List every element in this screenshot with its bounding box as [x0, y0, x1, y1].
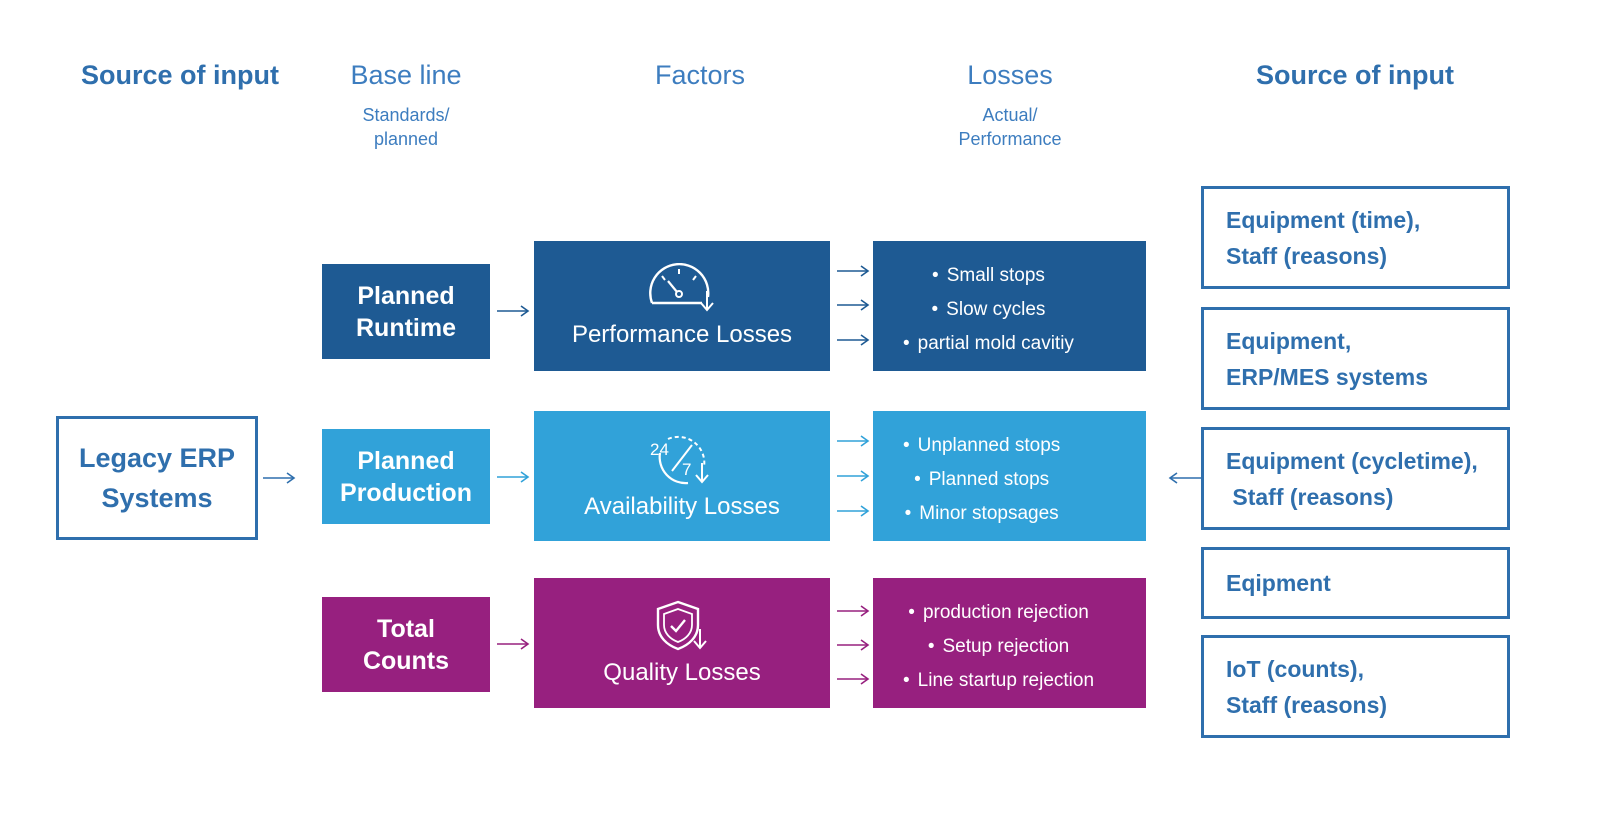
- loss-item: Setup rejection: [903, 630, 1094, 664]
- arrow-source-to-losses: [1168, 471, 1202, 490]
- source-box-equipment-erp: Equipment, ERP/MES systems: [1201, 307, 1510, 410]
- loss-item: Slow cycles: [903, 293, 1074, 327]
- legacy-erp-line-1: Legacy ERP: [78, 443, 236, 473]
- baseline-label-line-1: Planned: [357, 446, 455, 475]
- source-line-1: Equipment (time),: [1226, 206, 1421, 233]
- loss-item: partial mold cavitiy: [903, 327, 1074, 361]
- loss-item: Unplanned stops: [903, 429, 1061, 463]
- legacy-erp-line-2: Systems: [101, 483, 213, 513]
- legacy-erp-box: Legacy ERP Systems: [56, 416, 258, 540]
- loss-item: Line startup rejection: [903, 664, 1094, 698]
- icon-text-24: 24: [650, 440, 669, 459]
- source-line-1: Equipment,: [1226, 327, 1352, 354]
- arrows-factor-to-losses: [836, 603, 870, 700]
- baseline-label-line-1: Total: [377, 614, 435, 643]
- header-source-left: Source of input: [81, 60, 279, 90]
- source-line-2: ERP/MES systems: [1226, 363, 1428, 390]
- baseline-label-line-2: Counts: [362, 646, 450, 675]
- loss-item: Small stops: [903, 259, 1074, 293]
- header-baseline-sub-1: Standards/: [362, 105, 450, 125]
- header-losses-sub-1: Actual/: [982, 105, 1038, 125]
- source-line-2: Staff (reasons): [1226, 483, 1394, 510]
- source-line-2: Staff (reasons): [1226, 691, 1388, 718]
- arrow-baseline-to-factor: [496, 470, 530, 484]
- speedometer-icon: [649, 263, 714, 312]
- source-line-2: Staff (reasons): [1226, 242, 1388, 269]
- factor-performance-losses: Performance Losses: [534, 241, 830, 371]
- clock-24-7-icon: 24 7: [650, 435, 709, 485]
- shield-check-icon: [656, 600, 707, 651]
- losses-quality: production rejection Setup rejection Lin…: [873, 578, 1146, 708]
- factor-label: Availability Losses: [584, 493, 780, 520]
- baseline-label-line-2: Runtime: [356, 313, 456, 342]
- loss-item: Planned stops: [903, 463, 1060, 497]
- source-line-1: IoT (counts),: [1226, 655, 1364, 682]
- header-source-right: Source of input: [1256, 60, 1454, 90]
- arrow-baseline-to-factor: [496, 304, 530, 318]
- losses-availability: Unplanned stops Planned stops Minor stop…: [873, 411, 1146, 541]
- header-factors: Factors: [654, 60, 746, 90]
- icon-text-7: 7: [682, 460, 691, 479]
- factor-availability-losses: 24 7 Availability Losses: [534, 411, 830, 541]
- loss-item: Minor stopsages: [903, 497, 1060, 531]
- header-baseline-sub-2: planned: [373, 129, 439, 149]
- factor-label: Performance Losses: [571, 321, 793, 348]
- header-losses-sub-2: Performance: [958, 129, 1062, 149]
- baseline-label-line-2: Production: [340, 478, 472, 507]
- arrow-legacy-to-baseline: [262, 471, 296, 485]
- loss-item: production rejection: [903, 596, 1094, 630]
- source-line-1: Eqipment: [1226, 570, 1331, 596]
- arrows-factor-to-losses: [836, 433, 870, 530]
- source-box-equipment-cycletime: Equipment (cycletime), Staff (reasons): [1201, 427, 1510, 530]
- baseline-label-line-1: Planned: [357, 281, 455, 310]
- header-losses: Losses: [967, 60, 1053, 90]
- source-box-equipment-time: Equipment (time), Staff (reasons): [1201, 186, 1510, 289]
- arrow-baseline-to-factor: [496, 637, 530, 651]
- arrows-factor-to-losses: [836, 263, 870, 360]
- factor-quality-losses: Quality Losses: [534, 578, 830, 708]
- header-baseline: Base line: [350, 60, 462, 90]
- source-box-iot-counts: IoT (counts), Staff (reasons): [1201, 635, 1510, 738]
- losses-performance: Small stops Slow cycles partial mold cav…: [873, 241, 1146, 371]
- source-box-eqipment: Eqipment: [1201, 547, 1510, 619]
- source-line-1: Equipment (cycletime),: [1226, 447, 1478, 474]
- factor-label: Quality Losses: [603, 659, 761, 686]
